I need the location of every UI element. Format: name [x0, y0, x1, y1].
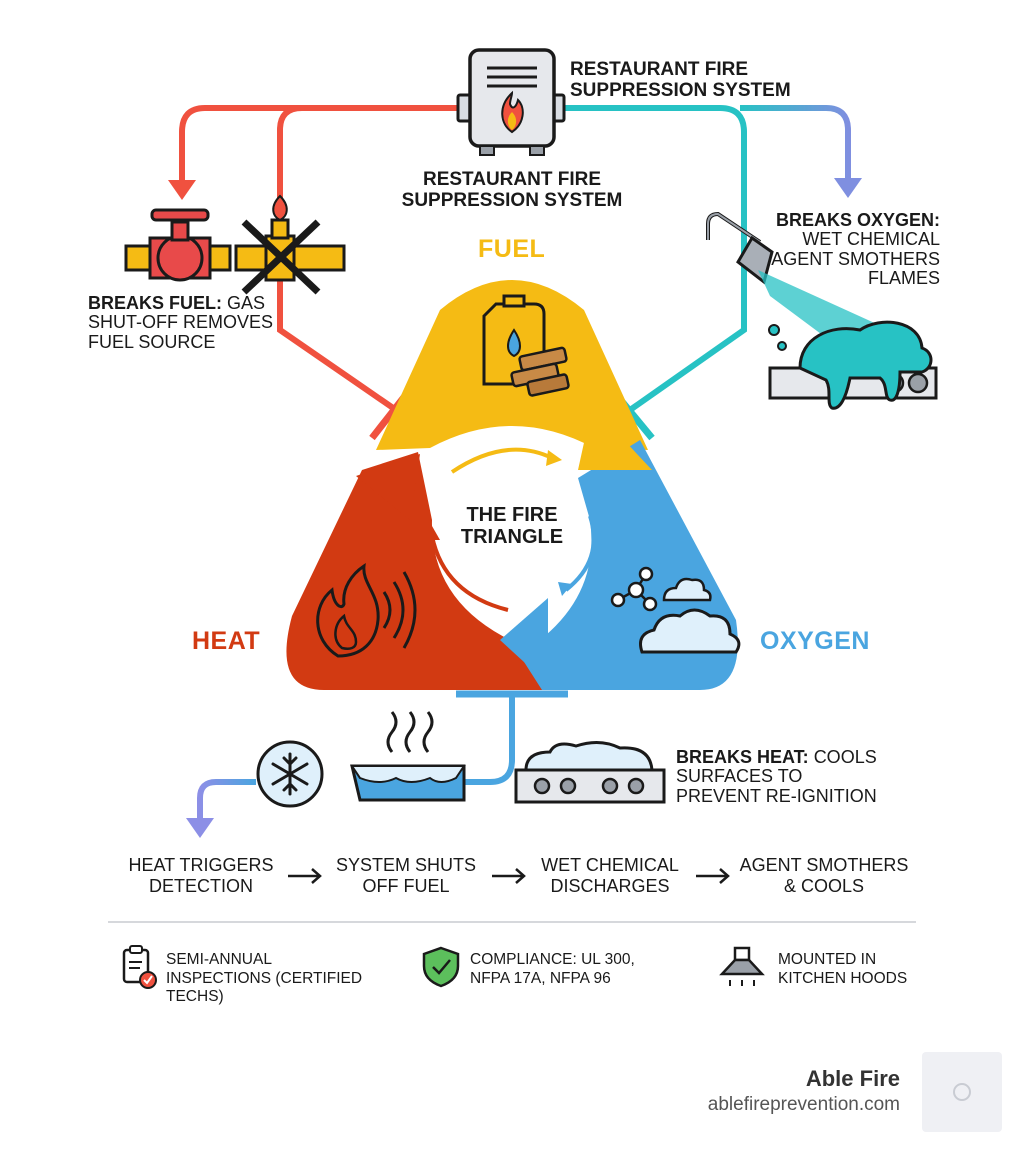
molecule-icon: [610, 566, 658, 612]
footer-mounted: MOUNTED IN KITCHEN HOODS: [778, 951, 908, 987]
process-arrow-2: [492, 868, 526, 884]
clipboard-check-icon: [122, 945, 157, 989]
cloud-icon: [639, 577, 741, 654]
process-step-1: HEAT TRIGGERS DETECTION: [128, 855, 274, 896]
system-label-top: RESTAURANT FIRE SUPPRESSION SYSTEM: [570, 59, 791, 101]
process-step-3: WET CHEMICAL DISCHARGES: [541, 855, 679, 896]
brand-logo-icon: [922, 1052, 1002, 1132]
heat-arrow-tip: [356, 454, 420, 520]
inner-heat-curve: [430, 535, 509, 612]
breaks-oxygen-body: WET CHEMICAL AGENT SMOTHERS FLAMES: [771, 229, 940, 289]
cyan-connector-right: [552, 105, 747, 413]
footer-compliance: COMPLIANCE: UL 300, NFPA 17A, NFPA 96: [470, 951, 635, 987]
breaks-heat-text: BREAKS HEAT: COOLS SURFACES TO PREVENT R…: [676, 747, 886, 806]
heat-connector-left: [197, 779, 256, 818]
breaks-fuel-text: BREAKS FUEL: GAS SHUT-OFF REMOVES FUEL S…: [88, 293, 278, 352]
inner-fuel-curve: [450, 447, 553, 474]
process-step-4: AGENT SMOTHERS & COOLS: [739, 855, 909, 896]
nozzle-spray-icon: [706, 211, 938, 410]
fire-suppression-unit-icon: [456, 48, 566, 156]
breaks-fuel-head: BREAKS FUEL:: [88, 293, 222, 313]
heat-label: HEAT: [192, 627, 261, 655]
blue-connector-to-nozzle: [740, 105, 851, 178]
breaks-heat-body: COOLS SURFACES TO PREVENT RE-IGNITION: [676, 747, 877, 806]
fuel-arrow-tip: [578, 406, 652, 470]
snowflake-icon: [256, 740, 324, 808]
system-label-mid: RESTAURANT FIRE SUPPRESSION SYSTEM: [401, 169, 623, 211]
crossed-gas-pipe-icon: [234, 194, 346, 295]
breaks-fuel-body: GAS SHUT-OFF REMOVES FUEL SOURCE: [88, 293, 274, 352]
red-arrowhead: [168, 180, 196, 200]
heat-arrowhead: [186, 818, 214, 838]
oxygen-label: OXYGEN: [760, 627, 870, 655]
oxygen-arrow-tip: [500, 598, 548, 684]
blue-arrowhead: [834, 178, 862, 198]
breaks-heat-head: BREAKS HEAT:: [676, 747, 809, 767]
inner-oxygen-curve: [564, 515, 596, 592]
brand-url[interactable]: ablefireprevention.com: [707, 1094, 900, 1115]
process-step-2: SYSTEM SHUTS OFF FUEL: [335, 855, 477, 896]
shield-check-icon: [422, 946, 460, 988]
breaks-oxygen-head: BREAKS OXYGEN:: [775, 210, 940, 230]
stovetop-icon: [514, 741, 666, 804]
brand-block: Able Fire ablefireprevention.com: [708, 1066, 900, 1116]
kitchen-hood-icon: [719, 946, 765, 986]
cooling-tray-icon: [350, 711, 466, 802]
gas-valve-icon: [124, 208, 232, 282]
red-connector-to-triangle: [277, 105, 398, 413]
brand-name: Able Fire: [805, 1066, 900, 1091]
red-connector-to-valve: [179, 105, 470, 180]
process-arrow-3: [696, 868, 730, 884]
wood-logs-icon: [510, 346, 570, 397]
footer-inspections: SEMI-ANNUAL INSPECTIONS (CERTIFIED TECHS…: [166, 951, 363, 1006]
process-arrow-1: [288, 868, 322, 884]
triangle-center-label: THE FIRE TRIANGLE: [460, 504, 564, 548]
fuel-label: FUEL: [478, 235, 546, 263]
flame-icon: [316, 562, 417, 658]
breaks-oxygen-text: BREAKS OXYGEN: WET CHEMICAL AGENT SMOTHE…: [760, 210, 940, 289]
heat-connector: [460, 694, 515, 785]
